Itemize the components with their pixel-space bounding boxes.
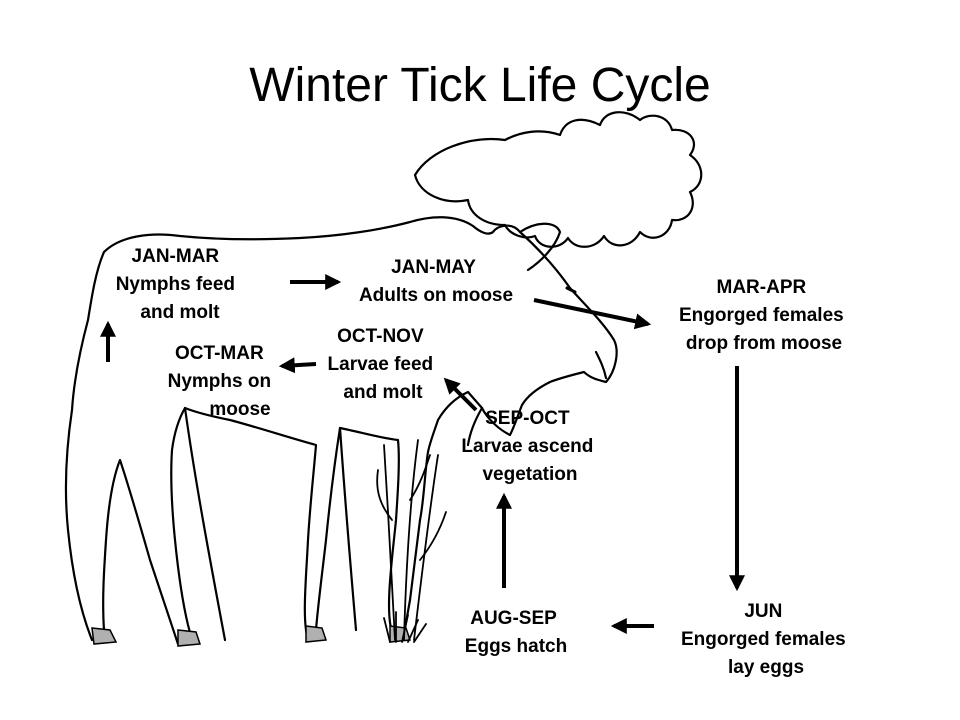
grass-blades [383, 611, 427, 643]
arrow-sep-oct-to-oct-nov [443, 377, 478, 412]
stage-sep-oct: SEP-OCT Larvae ascend vegetation [461, 408, 598, 485]
stage-jun: JUN Engorged females lay eggs [681, 601, 851, 678]
stage-mar-apr-line: MAR-APR [717, 277, 807, 298]
twig-branch [409, 454, 431, 501]
twig-stem [403, 439, 419, 641]
hoof-shape [177, 629, 202, 647]
stage-sep-oct-line: vegetation [482, 464, 577, 485]
stage-sep-oct-line: Larvae ascend [461, 436, 593, 457]
stage-oct-nov-line: OCT-NOV [337, 326, 424, 347]
stage-jan-may-line: JAN-MAY [391, 257, 476, 278]
arrow-jan-may-to-mar-apr [533, 298, 652, 330]
stage-jan-mar-line: Nymphs feed [116, 274, 235, 295]
hoof-shape [305, 625, 328, 643]
twig-branch [376, 469, 393, 521]
stage-jun-line: lay eggs [728, 657, 804, 678]
twig-branch [419, 511, 447, 561]
vegetation-illustration [376, 439, 447, 643]
moose-dewlap [466, 406, 484, 447]
moose-body-outline [64, 216, 618, 646]
arrow-oct-nov-to-oct-mar [278, 357, 317, 374]
stage-jan-mar: JAN-MAR Nymphs feed and molt [116, 246, 241, 323]
stage-jan-may: JAN-MAY Adults on moose [359, 257, 513, 306]
hoof-shape [91, 627, 118, 645]
stage-mar-apr-line: drop from moose [686, 333, 842, 354]
stage-aug-sep: AUG-SEP Eggs hatch [465, 608, 567, 657]
hoof-shape [389, 625, 412, 643]
stage-jan-may-line: Adults on moose [359, 285, 513, 306]
stage-oct-nov: OCT-NOV Larvae feed and molt [328, 326, 439, 403]
slide-title: Winter Tick Life Cycle [249, 59, 711, 112]
stage-jan-mar-line: and molt [140, 302, 220, 323]
stage-aug-sep-line: AUG-SEP [470, 608, 557, 629]
stage-labels: JAN-MAR Nymphs feed and molt JAN-MAY Adu… [116, 246, 851, 678]
stage-oct-mar-line: moose [209, 399, 270, 420]
moose-ear [518, 222, 562, 272]
stage-mar-apr-line: Engorged females [679, 305, 844, 326]
stage-jan-mar-line: JAN-MAR [132, 246, 220, 267]
stage-jun-line: JUN [744, 601, 782, 622]
stage-oct-mar: OCT-MAR Nymphs on moose [168, 343, 277, 420]
moose-eye [565, 286, 577, 294]
stage-jun-line: Engorged females [681, 629, 846, 650]
cycle-arrows [100, 274, 745, 634]
stage-aug-sep-line: Eggs hatch [465, 636, 567, 657]
moose-leg-line [183, 406, 227, 642]
stage-oct-mar-line: Nymphs on [168, 371, 271, 392]
stage-sep-oct-line: SEP-OCT [485, 408, 570, 429]
moose-hooves [91, 625, 412, 647]
moose-nostril [594, 350, 608, 380]
stage-mar-apr: MAR-APR Engorged females drop from moose [679, 277, 849, 354]
moose-illustration [64, 111, 703, 646]
stage-oct-nov-line: and molt [343, 382, 423, 403]
stage-oct-nov-line: Larvae feed [328, 354, 434, 375]
moose-leg-line [338, 426, 358, 632]
antler-shape [413, 111, 703, 248]
twig-stem [383, 444, 396, 641]
stage-oct-mar-line: OCT-MAR [175, 343, 264, 364]
